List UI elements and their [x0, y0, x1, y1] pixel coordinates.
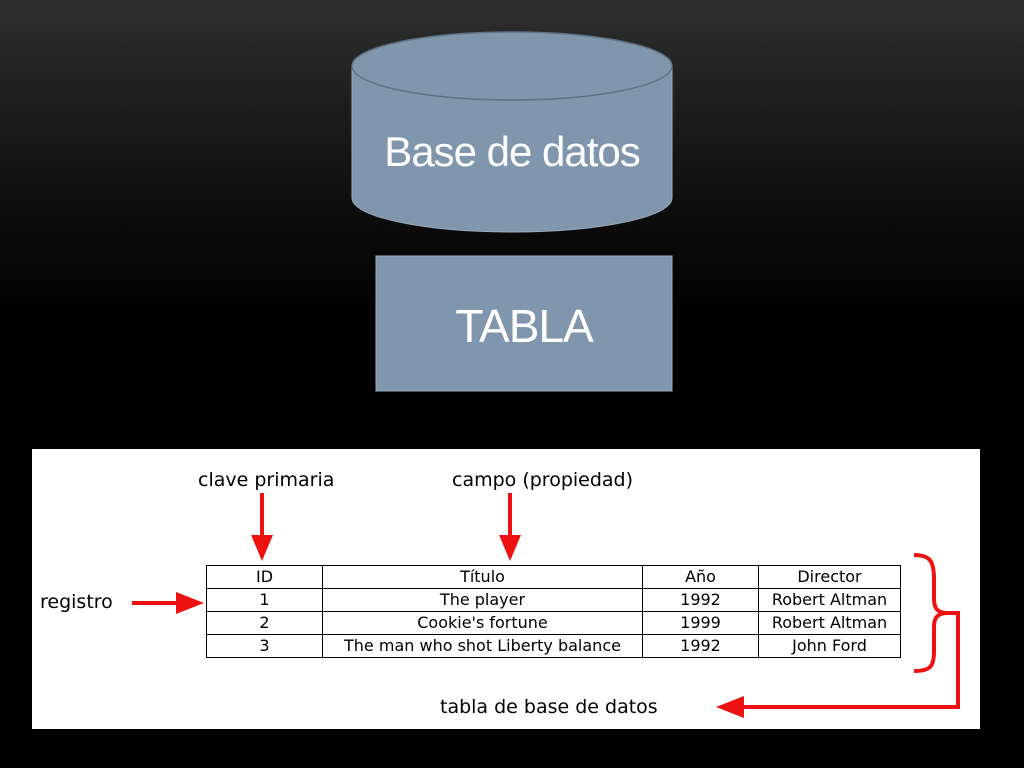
cell-year: 1992	[642, 588, 759, 612]
table-row: 1 The player 1992 Robert Altman	[206, 588, 901, 612]
field-arrow	[499, 493, 521, 561]
header-id: ID	[206, 565, 323, 589]
database-cylinder-shape	[351, 31, 673, 233]
primary-key-arrow	[251, 493, 273, 561]
record-label: registro	[40, 591, 113, 613]
database-table-label: tabla de base de datos	[440, 696, 658, 718]
table-label: TABLA	[455, 300, 593, 352]
cell-year: 1999	[642, 611, 759, 635]
table-row: 2 Cookie's fortune 1999 Robert Altman	[206, 611, 901, 635]
cell-director: John Ford	[758, 634, 901, 658]
cell-id: 3	[206, 634, 323, 658]
cell-title: Cookie's fortune	[322, 611, 643, 635]
header-title: Título	[322, 565, 643, 589]
cell-title: The man who shot Liberty balance	[322, 634, 643, 658]
database-table-figure: clave primaria campo (propiedad) registr…	[32, 449, 980, 729]
header-year: Año	[642, 565, 759, 589]
cell-director: Robert Altman	[758, 611, 901, 635]
table-box-shape	[375, 255, 673, 392]
cell-year: 1992	[642, 634, 759, 658]
header-director: Director	[758, 565, 901, 589]
primary-key-label: clave primaria	[198, 469, 335, 491]
top-diagram	[351, 31, 673, 392]
cell-director: Robert Altman	[758, 588, 901, 612]
table-row: 3 The man who shot Liberty balance 1992 …	[206, 634, 901, 658]
database-table-arrow	[716, 611, 960, 718]
table-header-row: ID Título Año Director	[206, 565, 901, 589]
cell-title: The player	[322, 588, 643, 612]
record-arrow	[132, 592, 204, 614]
table-brace-icon	[913, 553, 949, 673]
cell-id: 1	[206, 588, 323, 612]
field-label: campo (propiedad)	[452, 469, 634, 491]
movies-table: ID Título Año Director 1 The player 1992…	[206, 565, 901, 658]
database-label: Base de datos	[384, 128, 641, 175]
cell-id: 2	[206, 611, 323, 635]
